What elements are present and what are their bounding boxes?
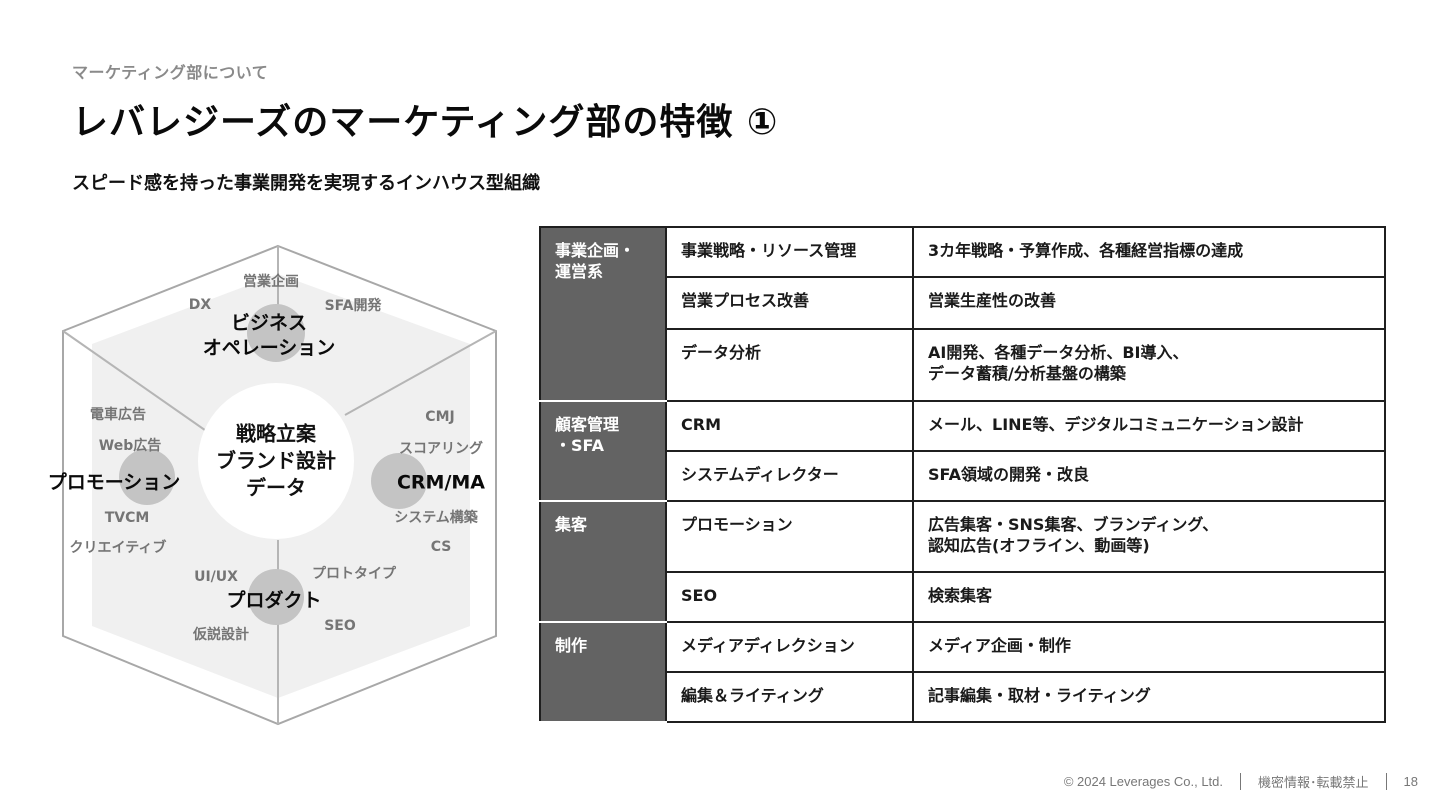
dot-business-operation [247, 304, 305, 362]
detail-cell: 検索集客 [912, 571, 1386, 623]
item-web-ads: Web広告 [98, 438, 162, 454]
category-cell: 集客 [539, 500, 667, 623]
table-row: データ分析 AI開発、各種データ分析、BI導入、 データ蓄積/分析基盤の構築 [540, 328, 1386, 402]
page-subtitle: スピード感を持った事業開発を実現するインハウス型組織 [72, 173, 540, 194]
footer-divider [1385, 773, 1387, 790]
item-train-ads: 電車広告 [90, 407, 146, 423]
item-hypothesis-design: 仮説設計 [193, 627, 249, 643]
area-title-promotion: プロモーション [47, 471, 181, 494]
confidential-notice: 機密情報･転載禁止 [1258, 775, 1369, 790]
area-title-business-operation: ビジネス オペレーション [202, 312, 336, 359]
area-cell: システムディレクター [665, 450, 914, 502]
category-cell: 制作 [539, 621, 667, 723]
dot-crm-ma [371, 453, 427, 509]
table-row: 営業プロセス改善 営業生産性の改善 [540, 276, 1386, 330]
cube-diagram-graphic [62, 244, 497, 726]
area-cell: データ分析 [665, 328, 914, 402]
page-number: 18 [1403, 774, 1418, 789]
category-cell: 事業企画・ 運営系 [539, 226, 667, 402]
area-cell: 編集＆ライティング [665, 671, 914, 723]
copyright-text: © 2024 Leverages Co., Ltd. [1063, 774, 1224, 789]
category-cell: 顧客管理 ・SFA [539, 400, 667, 502]
table-row: 編集＆ライティング 記事編集・取材・ライティング [540, 671, 1386, 723]
footer: © 2024 Leverages Co., Ltd. 機密情報･転載禁止 18 [1064, 772, 1418, 791]
item-cs: CS [430, 539, 452, 555]
dot-promotion [119, 449, 175, 505]
area-cell: 営業プロセス改善 [665, 276, 914, 330]
organization-cube-diagram: 戦略立案 ブランド設計 データ 営業企画 DX SFA開発 ビジネス オペレーシ… [40, 240, 520, 730]
area-title-crm-ma: CRM/MA [396, 471, 486, 494]
divider-line-left [62, 330, 213, 436]
page-title: レバレジーズのマーケティング部の特徴 ① [72, 102, 779, 143]
detail-cell: メール、LINE等、デジタルコミュニケーション設計 [912, 400, 1386, 452]
item-system-build: システム構築 [394, 510, 478, 526]
table-row: 事業企画・ 運営系 事業戦略・リソース管理 3カ年戦略・予算作成、各種経営指標の… [539, 226, 1386, 402]
area-cell: 事業戦略・リソース管理 [665, 226, 914, 278]
table-row: 集客 プロモーション 広告集客・SNS集客、ブランディング、 認知広告(オフライ… [539, 500, 1386, 623]
item-tvcm: TVCM [104, 510, 150, 526]
divider-line-right [344, 330, 497, 416]
item-sfa-development: SFA開発 [324, 298, 382, 314]
area-title-product: プロダクト [226, 589, 322, 612]
item-cmj: CMJ [425, 409, 455, 425]
detail-cell: 3カ年戦略・予算作成、各種経営指標の達成 [912, 226, 1386, 278]
detail-cell: 記事編集・取材・ライティング [912, 671, 1386, 723]
item-dx: DX [188, 297, 212, 313]
table-row: SEO 検索集客 [540, 571, 1386, 623]
item-seo: SEO [324, 618, 356, 634]
footer-divider [1240, 773, 1242, 790]
detail-cell: 広告集客・SNS集客、ブランディング、 認知広告(オフライン、動画等) [912, 500, 1386, 573]
table-row: システムディレクター SFA領域の開発・改良 [540, 450, 1386, 502]
item-scoring: スコアリング [399, 441, 483, 457]
center-label: 戦略立案 ブランド設計 データ [216, 421, 336, 500]
area-cell: CRM [665, 400, 914, 452]
breadcrumb: マーケティング部について [72, 63, 269, 82]
table-row: 制作 メディアディレクション メディア企画・制作 [539, 621, 1386, 723]
item-prototype: プロトタイプ [312, 566, 396, 582]
detail-cell: AI開発、各種データ分析、BI導入、 データ蓄積/分析基盤の構築 [912, 328, 1386, 402]
dot-product [248, 569, 304, 625]
area-cell: SEO [665, 571, 914, 623]
center-circle [198, 383, 354, 539]
detail-cell: 営業生産性の改善 [912, 276, 1386, 330]
item-ui-ux: UI/UX [194, 569, 238, 585]
item-sales-planning: 営業企画 [243, 274, 299, 290]
detail-cell: SFA領域の開発・改良 [912, 450, 1386, 502]
area-cell: プロモーション [665, 500, 914, 573]
feature-table: 事業企画・ 運営系 事業戦略・リソース管理 3カ年戦略・予算作成、各種経営指標の… [539, 226, 1386, 723]
detail-cell: メディア企画・制作 [912, 621, 1386, 673]
item-creative: クリエイティブ [69, 540, 167, 556]
area-cell: メディアディレクション [665, 621, 914, 673]
table-row: 顧客管理 ・SFA CRM メール、LINE等、デジタルコミュニケーション設計 [539, 400, 1386, 502]
